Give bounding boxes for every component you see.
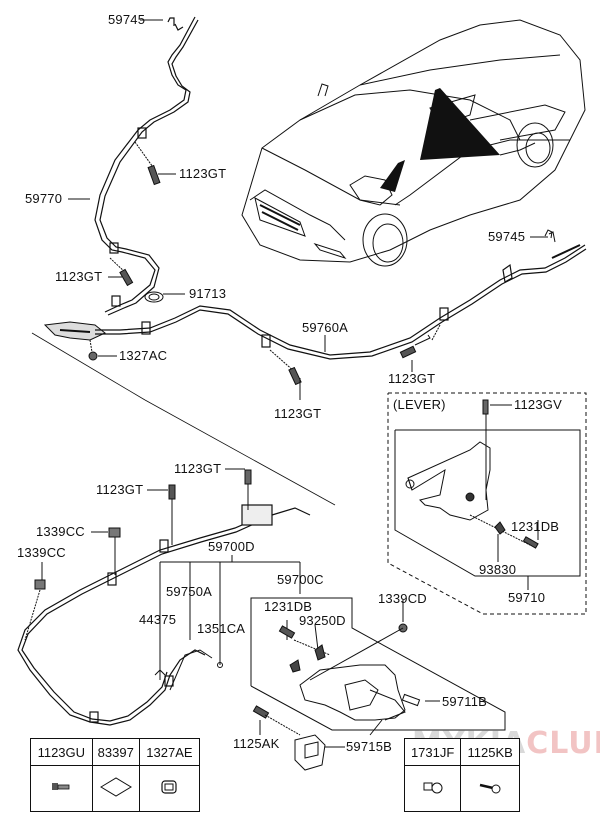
label-1339CC-b: 1339CC (17, 545, 66, 560)
label-44375: 44375 (139, 612, 177, 627)
bolt-1123GT-b (109, 257, 134, 287)
label-59745-right: 59745 (488, 229, 526, 244)
pedal-assembly (289, 659, 421, 736)
label-1339CD: 1339CD (378, 591, 427, 606)
label-93250D: 93250D (299, 613, 346, 628)
label-1123GT-a: 1123GT (179, 166, 227, 181)
callout-59700C (250, 597, 506, 731)
parking-brake-lever (405, 399, 539, 562)
pedal-bracket-59715B (252, 705, 326, 771)
legend-cell (138, 765, 201, 812)
legend-cell (30, 765, 93, 812)
legend-header: 1125KB (460, 738, 520, 766)
label-1123GT-d: 1123GT (388, 371, 436, 386)
leader-lines (41, 19, 548, 748)
legend-cell (91, 765, 140, 812)
cable-59770 (94, 16, 199, 316)
label-91713: 91713 (189, 286, 227, 301)
label-1123GV: 1123GV (514, 397, 562, 412)
label-59700C: 59700C (277, 572, 324, 587)
label-59700D: 59700D (208, 539, 255, 554)
cable-rear-left (17, 504, 311, 726)
diamond-pad-icon (99, 777, 132, 797)
label-59711B: 59711B (442, 694, 488, 709)
clip-59745-right (548, 231, 556, 243)
callout-59700D (154, 555, 301, 691)
lever-group-box (387, 392, 587, 615)
legend-header: 1731JF (403, 738, 462, 766)
label-1231DB-pedal: 1231DB (264, 599, 313, 614)
label-1327AC: 1327AC (119, 348, 168, 363)
bolt-1123GT-a (134, 141, 161, 186)
label-1123GT-b: 1123GT (55, 269, 103, 284)
label-59750A: 59750A (166, 584, 213, 599)
bolt-1123GT-d (399, 324, 441, 359)
fasteners-lower-left (24, 469, 252, 641)
label-59770: 59770 (25, 191, 63, 206)
plug-icon (423, 782, 443, 794)
equalizer-bracket (31, 321, 336, 506)
grommet-91713 (144, 291, 164, 303)
legend-header: 83397 (91, 738, 140, 766)
label-59715B: 59715B (346, 739, 393, 754)
label-59745-top: 59745 (108, 12, 146, 27)
label-1125AK: 1125AK (233, 736, 280, 751)
car-illustration (241, 19, 586, 267)
label-1123GT-c: 1123GT (274, 406, 322, 421)
label-1351CA: 1351CA (197, 621, 246, 636)
bolt-icon (52, 783, 70, 790)
label-1339CC-a: 1339CC (36, 524, 85, 539)
watermark-part-2: CLUB (526, 726, 600, 761)
nut-icon (161, 780, 178, 794)
legend-header: 1327AE (138, 738, 201, 766)
label-1123GT-f: 1123GT (96, 482, 144, 497)
label-93830: 93830 (479, 562, 517, 577)
legend-cell (460, 765, 520, 812)
legend-cell (403, 765, 462, 812)
cable-59760A (95, 244, 587, 360)
label-1231DB-lever: 1231DB (511, 519, 560, 534)
label-59710: 59710 (508, 590, 546, 605)
legend-table-right: 1731JF 1125KB (403, 738, 520, 812)
bolt-1123GT-c (269, 349, 302, 386)
label-lever-title: (LEVER) (393, 397, 446, 412)
screw-icon (479, 783, 501, 794)
legend-table-left: 1123GU 83397 1327AE (30, 738, 201, 812)
label-59760A: 59760A (302, 320, 349, 335)
legend-header: 1123GU (30, 738, 93, 766)
label-1123GT-e: 1123GT (174, 461, 222, 476)
